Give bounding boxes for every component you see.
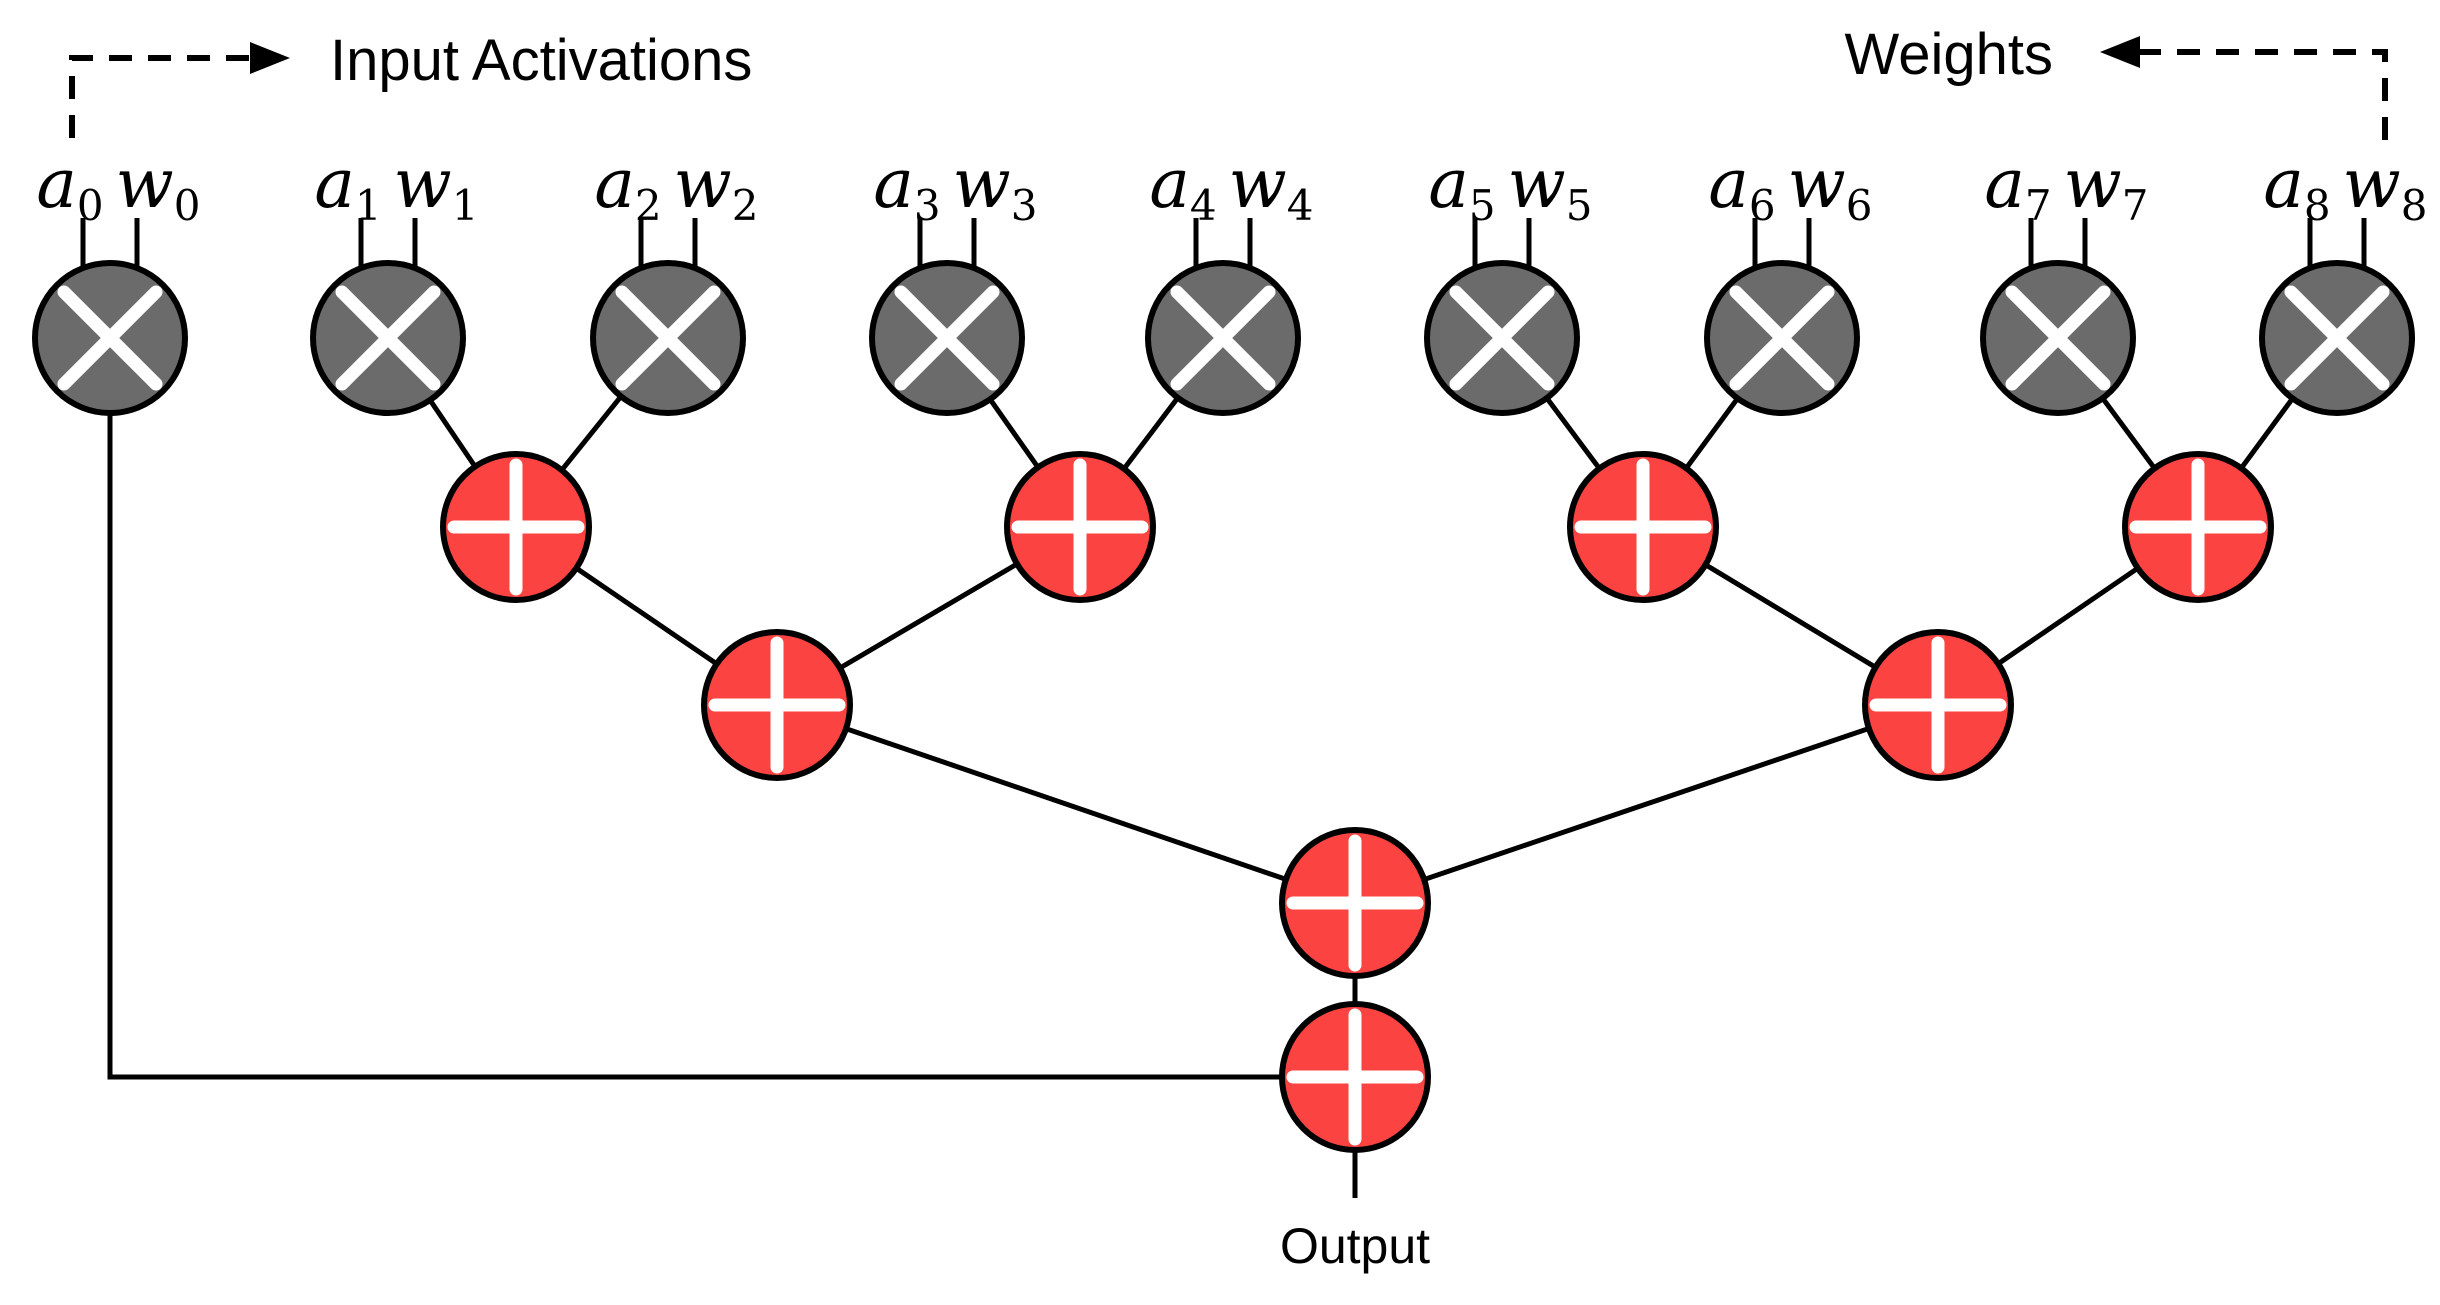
multiply-icon — [2284, 285, 2390, 391]
activation-label-6: a6 — [1708, 145, 1775, 230]
activation-label-7: a7 — [1984, 145, 2051, 230]
plus-icon — [1574, 458, 1712, 596]
adder-node — [1004, 451, 1156, 603]
adder-node — [701, 629, 853, 781]
output-label: Output — [1280, 1218, 1430, 1274]
weight-label-5: w5 — [1508, 145, 1593, 230]
input-activations-dashed-line — [69, 55, 252, 138]
plus-icon — [1011, 458, 1149, 596]
multiplier-node — [1424, 218, 1580, 416]
plus-icon — [2129, 458, 2267, 596]
adder-node — [440, 451, 592, 603]
activation-label-8: a8 — [2263, 145, 2330, 230]
multiplier-node — [310, 218, 466, 416]
multiply-icon — [1170, 285, 1276, 391]
multiplier-node — [869, 218, 1025, 416]
input-activations-label: Input Activations — [330, 28, 752, 93]
adder-node — [1567, 451, 1719, 603]
weight-label-1: w1 — [394, 145, 479, 230]
edge-line — [1354, 702, 1939, 906]
multiply-icon — [335, 285, 441, 391]
input-activations-arrow — [69, 42, 290, 138]
adder-node — [1862, 629, 2014, 781]
plus-icon — [447, 458, 585, 596]
weight-label-2: w2 — [674, 145, 759, 230]
activation-label-2: a2 — [594, 145, 661, 230]
multiply-icon — [1729, 285, 1835, 391]
multiplier-node — [1145, 218, 1301, 416]
multiply-icon — [894, 285, 1000, 391]
multiplier-node — [1980, 218, 2136, 416]
adder-node — [1279, 827, 1431, 979]
weights-arrow — [2100, 36, 2388, 140]
edge-line — [776, 702, 1356, 906]
node-circles — [32, 218, 2415, 1153]
left-arrowhead-icon — [2100, 36, 2140, 68]
plus-icon — [1869, 636, 2007, 774]
multiplier-node — [2259, 218, 2415, 416]
weights-dashed-line — [2138, 49, 2388, 140]
multiply-icon — [615, 285, 721, 391]
adder-node — [1279, 1001, 1431, 1153]
adder-node — [2122, 451, 2274, 603]
multiply-icon — [2005, 285, 2111, 391]
activation-label-0: a0 — [36, 145, 103, 230]
weight-label-7: w7 — [2064, 145, 2149, 230]
plus-icon — [1286, 1008, 1424, 1146]
weight-label-6: w6 — [1788, 145, 1873, 230]
weight-label-4: w4 — [1229, 145, 1314, 230]
multiplier-node — [590, 218, 746, 416]
activation-label-4: a4 — [1149, 145, 1216, 230]
plus-icon — [708, 636, 846, 774]
activation-label-5: a5 — [1428, 145, 1495, 230]
activation-label-1: a1 — [314, 145, 381, 230]
multiplier-node — [1704, 218, 1860, 416]
weight-label-8: w8 — [2343, 145, 2428, 230]
plus-icon — [1286, 834, 1424, 972]
multiply-icon — [1449, 285, 1555, 391]
activation-label-3: a3 — [873, 145, 940, 230]
multiply-icon — [57, 285, 163, 391]
multiplier-node — [32, 218, 188, 416]
edge-line — [107, 338, 1355, 1080]
weight-label-0: w0 — [116, 145, 201, 230]
edge-lines — [107, 336, 2340, 1198]
weight-label-3: w3 — [953, 145, 1038, 230]
weights-label: Weights — [1845, 22, 2053, 87]
right-arrowhead-icon — [250, 42, 290, 74]
